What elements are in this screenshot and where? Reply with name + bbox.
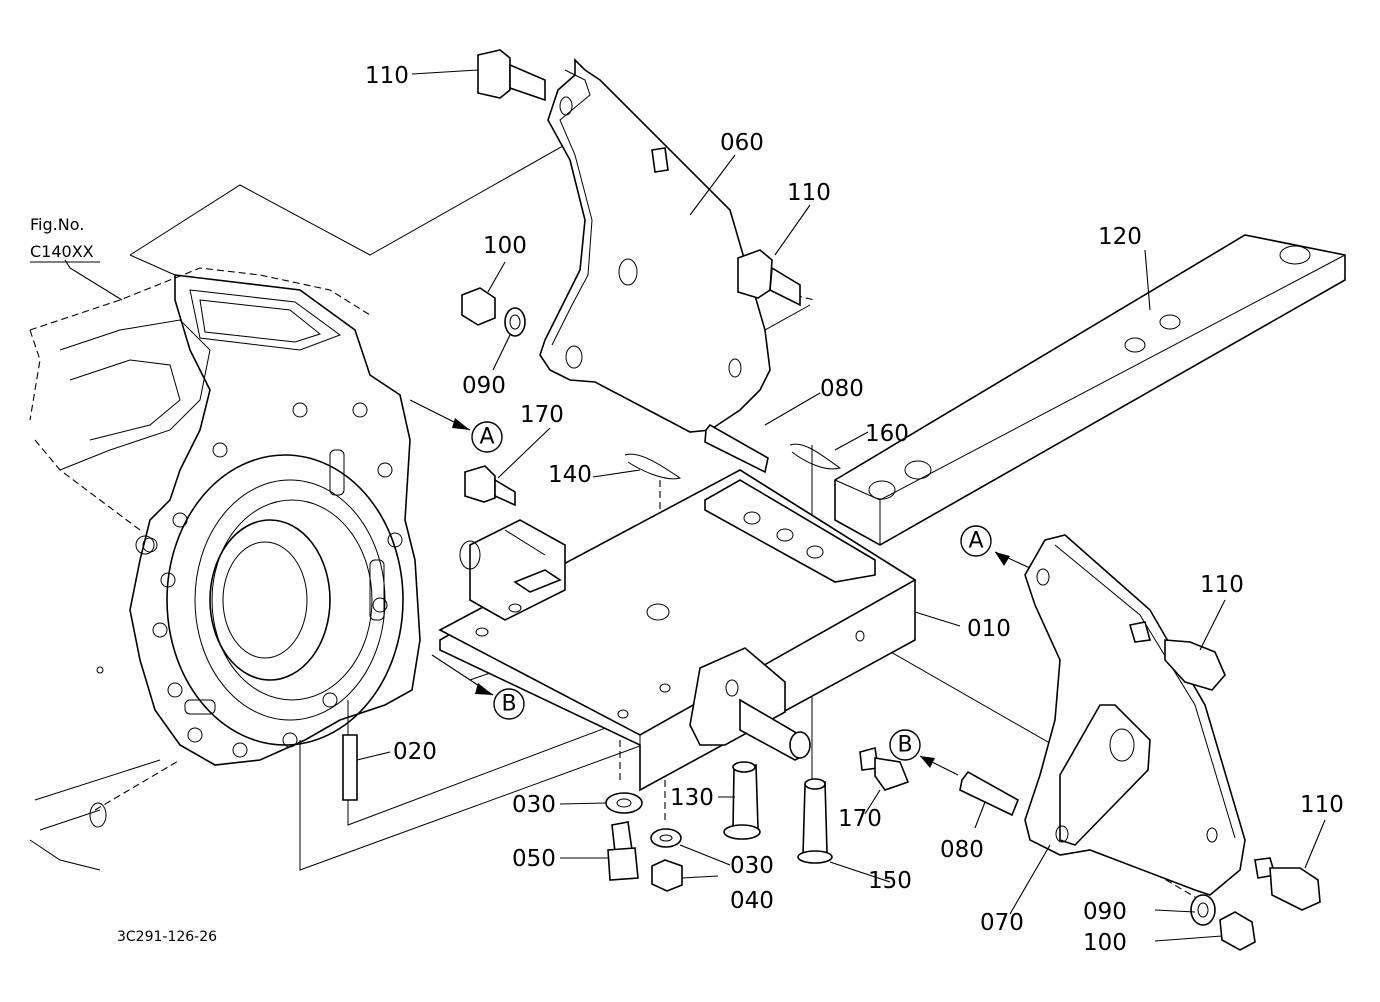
callout-b-left: B <box>493 688 525 720</box>
part-label-010: 010 <box>967 616 1011 642</box>
callout-a-label: A <box>479 425 494 450</box>
part-label-030: 030 <box>512 792 556 818</box>
leader-lines <box>64 69 1326 942</box>
callout-a-label: A <box>968 529 983 554</box>
drawing-number: 3C291-126-26 <box>117 929 217 945</box>
frame-010 <box>438 469 917 792</box>
callout-arrows <box>409 399 1031 776</box>
part-label-100: 100 <box>483 233 527 259</box>
part-label-160: 160 <box>865 421 909 447</box>
bracket-060 <box>539 58 771 433</box>
part-label-150: 150 <box>868 868 912 894</box>
drawbar-120 <box>834 234 1346 546</box>
part-label-080: 080 <box>820 376 864 402</box>
part-label-100: 100 <box>1083 930 1127 956</box>
part-label-170: 170 <box>838 806 882 832</box>
part-label-090: 090 <box>1083 899 1127 925</box>
part-label-110: 110 <box>1200 572 1244 598</box>
part-label-110: 110 <box>1300 792 1344 818</box>
part-label-170: 170 <box>520 402 564 428</box>
part-label-030: 030 <box>730 853 774 879</box>
part-label-080: 080 <box>940 837 984 863</box>
part-label-140: 140 <box>548 462 592 488</box>
hardware <box>342 49 1321 951</box>
callout-a-right: A <box>960 525 992 557</box>
part-label-040: 040 <box>730 888 774 914</box>
part-label-110: 110 <box>787 180 831 206</box>
part-label-070: 070 <box>980 910 1024 936</box>
part-label-120: 120 <box>1098 224 1142 250</box>
part-label-020: 020 <box>393 739 437 765</box>
part-label-130: 130 <box>670 785 714 811</box>
callout-b-label: B <box>501 692 516 717</box>
figure-ref-line1: Fig.No. <box>30 215 84 234</box>
figure-ref-line2: C140XX <box>30 242 94 261</box>
part-label-090: 090 <box>462 373 506 399</box>
callout-b-right: B <box>889 729 921 761</box>
figure-reference: Fig.No. C140XX <box>30 215 100 263</box>
part-labels: 110 060 110 100 120 090 080 170 160 140 … <box>365 63 1344 956</box>
transmission-housing <box>29 267 421 871</box>
callout-b-label: B <box>897 733 912 758</box>
part-label-110: 110 <box>365 63 409 89</box>
part-label-050: 050 <box>512 846 556 872</box>
callout-a-left: A <box>471 421 503 453</box>
part-label-060: 060 <box>720 130 764 156</box>
